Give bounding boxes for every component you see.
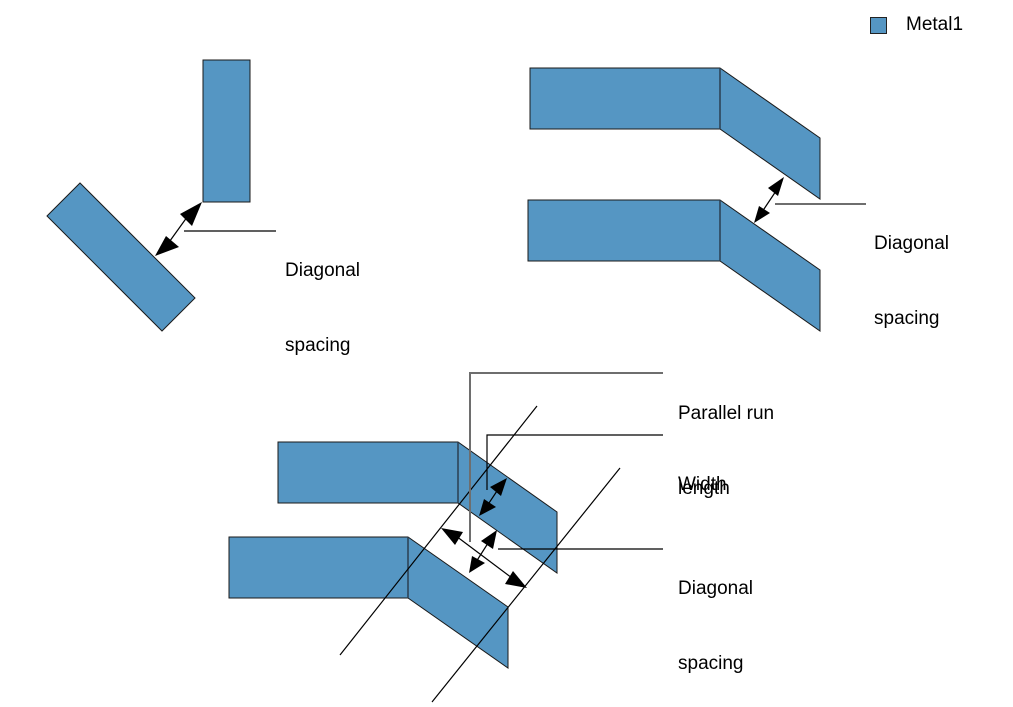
metal-diagonal-wire — [46, 182, 196, 332]
annotation-line2: length — [678, 478, 730, 499]
diagonal-spacing-annotation: Diagonal spacing — [678, 526, 753, 701]
top-right-annotation: Diagonal spacing — [874, 181, 949, 356]
legend-label: Metal1 — [906, 14, 964, 35]
metal1-swatch-icon — [870, 16, 887, 34]
metal-bent-wire-lower — [228, 536, 509, 669]
metal-vertical-wire — [202, 59, 251, 203]
top-left-annotation: Diagonal spacing — [285, 208, 360, 383]
diagonal-spacing-arrow — [155, 202, 202, 256]
annotation-line1: Diagonal — [874, 233, 949, 254]
annotation-line1: Diagonal — [285, 260, 360, 281]
parallel-run-guide-line-left — [339, 405, 538, 656]
metal-bent-wire-lower — [527, 199, 821, 332]
legend: Metal1 — [870, 14, 963, 36]
width-annotation: Width — [678, 422, 727, 522]
parallel-run-guide-line-right — [431, 467, 621, 703]
bottom-diagram — [228, 372, 663, 703]
annotation-line2: spacing — [285, 335, 351, 356]
annotation-line1: Parallel run — [678, 403, 775, 424]
annotation-line2: spacing — [874, 308, 940, 329]
annotation-line1: Diagonal — [678, 578, 753, 599]
width-leader — [486, 434, 663, 490]
parallel-run-leader — [469, 372, 663, 542]
annotation-line1: Width — [678, 474, 727, 495]
parallel-run-length-arrow — [441, 528, 527, 588]
top-right-diagram — [527, 67, 866, 332]
top-left-diagram — [46, 59, 276, 332]
width-arrow — [479, 478, 507, 516]
annotation-line2: spacing — [678, 653, 744, 674]
diagonal-spacing-arrow — [469, 530, 497, 573]
diagonal-spacing-arrow — [754, 177, 784, 223]
parallel-run-length-annotation: Parallel run length — [678, 351, 774, 526]
metal-bent-wire-upper — [529, 67, 821, 200]
